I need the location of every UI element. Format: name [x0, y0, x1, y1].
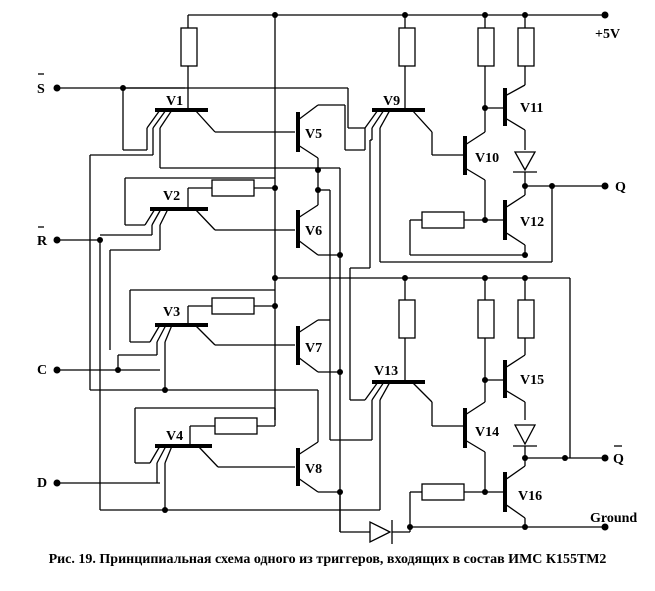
v15-label: V15 [520, 373, 544, 388]
transistor-v4: V4 [149, 425, 295, 468]
input-r: R [37, 226, 103, 249]
figure-caption: Рис. 19. Принципиальная схема одного из … [48, 552, 607, 567]
v5-label: V5 [305, 127, 322, 142]
transistor-v6: V6 [296, 190, 340, 256]
v6-label: V6 [305, 224, 322, 239]
ground-rail [407, 491, 609, 532]
transistor-v13: V13 [364, 338, 465, 427]
v10-label: V10 [475, 151, 499, 166]
diode-lower [513, 424, 537, 458]
transistor-v16: V16 [464, 458, 542, 527]
v4-label: V4 [166, 429, 183, 444]
transistor-v8: V8 [296, 441, 340, 493]
diode-upper [513, 151, 537, 186]
input-c: C [37, 363, 160, 378]
v3-label: V3 [163, 305, 180, 320]
v7-label: V7 [305, 341, 322, 356]
v16-label: V16 [518, 489, 542, 504]
input-d: D [37, 476, 160, 491]
input-s: S [37, 73, 185, 97]
transistor-v15: V15 [482, 338, 544, 420]
transistor-v11: V11 [482, 84, 543, 150]
transistor-v14: V14 [463, 338, 499, 492]
v12-label: V12 [520, 215, 544, 230]
transistor-v5: V5 [296, 104, 365, 170]
input-c-label: C [37, 363, 47, 378]
input-s-label: S [37, 82, 45, 97]
v9-label: V9 [383, 94, 400, 109]
v14-label: V14 [475, 425, 499, 440]
supply-rail [187, 11, 609, 420]
resistors [180, 27, 535, 501]
v13-label: V13 [374, 364, 398, 379]
transistor-v9: V9 [364, 94, 465, 156]
flip-flop-schematic: +5V S R C D [37, 11, 637, 544]
transistor-v10: V10 [463, 112, 499, 220]
transistor-v12: V12 [464, 186, 544, 255]
transistor-v3: V3 [149, 305, 295, 346]
output-q-bar: Q [522, 445, 624, 467]
input-d-label: D [37, 476, 47, 491]
transistor-v1: V1 [146, 94, 295, 133]
interconnect [89, 87, 571, 532]
supply-label: +5V [595, 27, 620, 42]
v1-label: V1 [166, 94, 183, 109]
output-q-label: Q [615, 180, 626, 195]
output-q: Q [522, 180, 626, 195]
diode-ground [340, 520, 410, 544]
transistor-v7: V7 [296, 319, 340, 373]
ground-label: Ground [590, 511, 637, 526]
v2-label: V2 [163, 189, 180, 204]
v11-label: V11 [520, 101, 543, 116]
transistor-v2: V2 [144, 187, 295, 231]
output-q-bar-label: Q [613, 452, 624, 467]
input-r-label: R [37, 234, 48, 249]
v8-label: V8 [305, 462, 322, 477]
